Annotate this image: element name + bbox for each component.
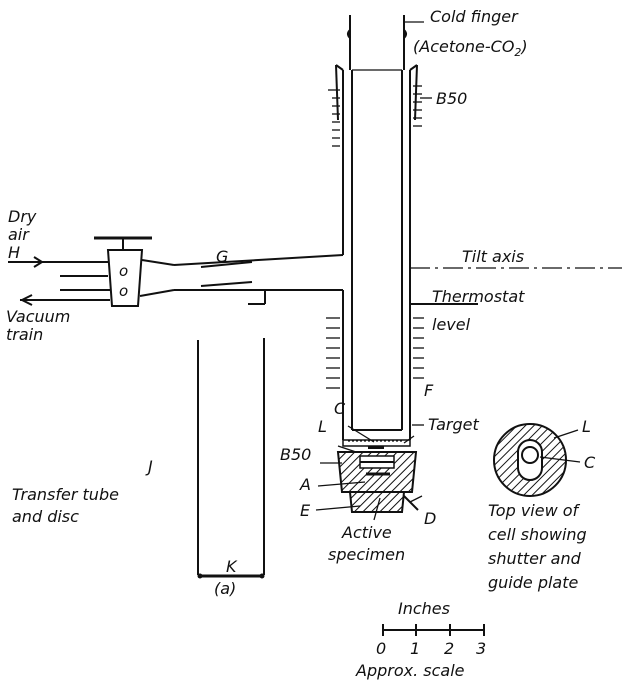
label-and-disc: and disc [12, 507, 79, 526]
inlet-lines [8, 256, 110, 306]
scale-ticks-upper-right [413, 85, 422, 127]
cold-finger [347, 15, 424, 70]
label-g: G [216, 247, 228, 266]
transfer-tube [197, 338, 265, 579]
label-acetone-co2: (Acetone-CO2) [413, 37, 528, 59]
label-h: H [8, 243, 20, 262]
label-topview-4: guide plate [488, 573, 579, 592]
cell-assembly [336, 439, 419, 513]
label-scale-0: 0 [376, 639, 386, 658]
label-approx-scale: Approx. scale [355, 661, 465, 680]
label-tilt-axis: Tilt axis [462, 247, 524, 266]
label-d: D [424, 509, 436, 528]
label-f: F [424, 381, 434, 400]
label-c: C [334, 399, 346, 418]
label-vacuum: Vacuum [6, 307, 70, 326]
top-view-cell [493, 423, 581, 497]
label-topview-1: Top view of [488, 501, 581, 520]
label-scale-2: 2 [444, 639, 454, 658]
label-specimen: specimen [328, 545, 405, 564]
cell-leaders [315, 424, 424, 521]
label-air: air [8, 225, 30, 244]
label-topview-3: shutter and [488, 549, 582, 568]
side-arm-g [173, 254, 344, 304]
label-a: A [299, 475, 311, 494]
label-k: K [226, 557, 238, 576]
stopcock: o o [94, 236, 175, 307]
label-cold-finger: Cold finger [430, 7, 519, 26]
label-topview-2: cell showing [488, 525, 587, 544]
scale-ticks-lower-left [326, 317, 340, 389]
label-e: E [300, 501, 311, 520]
label-thermostat: Thermostat [432, 287, 525, 306]
label-dry: Dry [8, 207, 37, 226]
label-target: Target [428, 415, 479, 434]
label-top-l: L [582, 417, 591, 436]
label-j: J [145, 457, 153, 476]
outer-tube [335, 64, 418, 440]
label-top-c: C [584, 453, 596, 472]
label-a-paren: (a) [214, 579, 236, 598]
label-train: train [6, 325, 43, 344]
label-inches: Inches [398, 599, 450, 618]
stopcock-port-1: o [119, 262, 128, 280]
label-b50-top: B50 [436, 89, 467, 108]
scale-bar [382, 624, 485, 636]
label-b50-bottom: B50 [280, 445, 311, 464]
label-transfer-tube: Transfer tube [12, 485, 119, 504]
scale-ticks-lower-right [413, 317, 424, 379]
scale-ticks-upper [328, 89, 340, 147]
label-level: level [432, 315, 471, 334]
label-scale-3: 3 [476, 639, 486, 658]
stopcock-port-2: o [119, 282, 128, 300]
label-l: L [318, 417, 327, 436]
label-active: Active [341, 523, 392, 542]
label-scale-1: 1 [410, 639, 420, 658]
